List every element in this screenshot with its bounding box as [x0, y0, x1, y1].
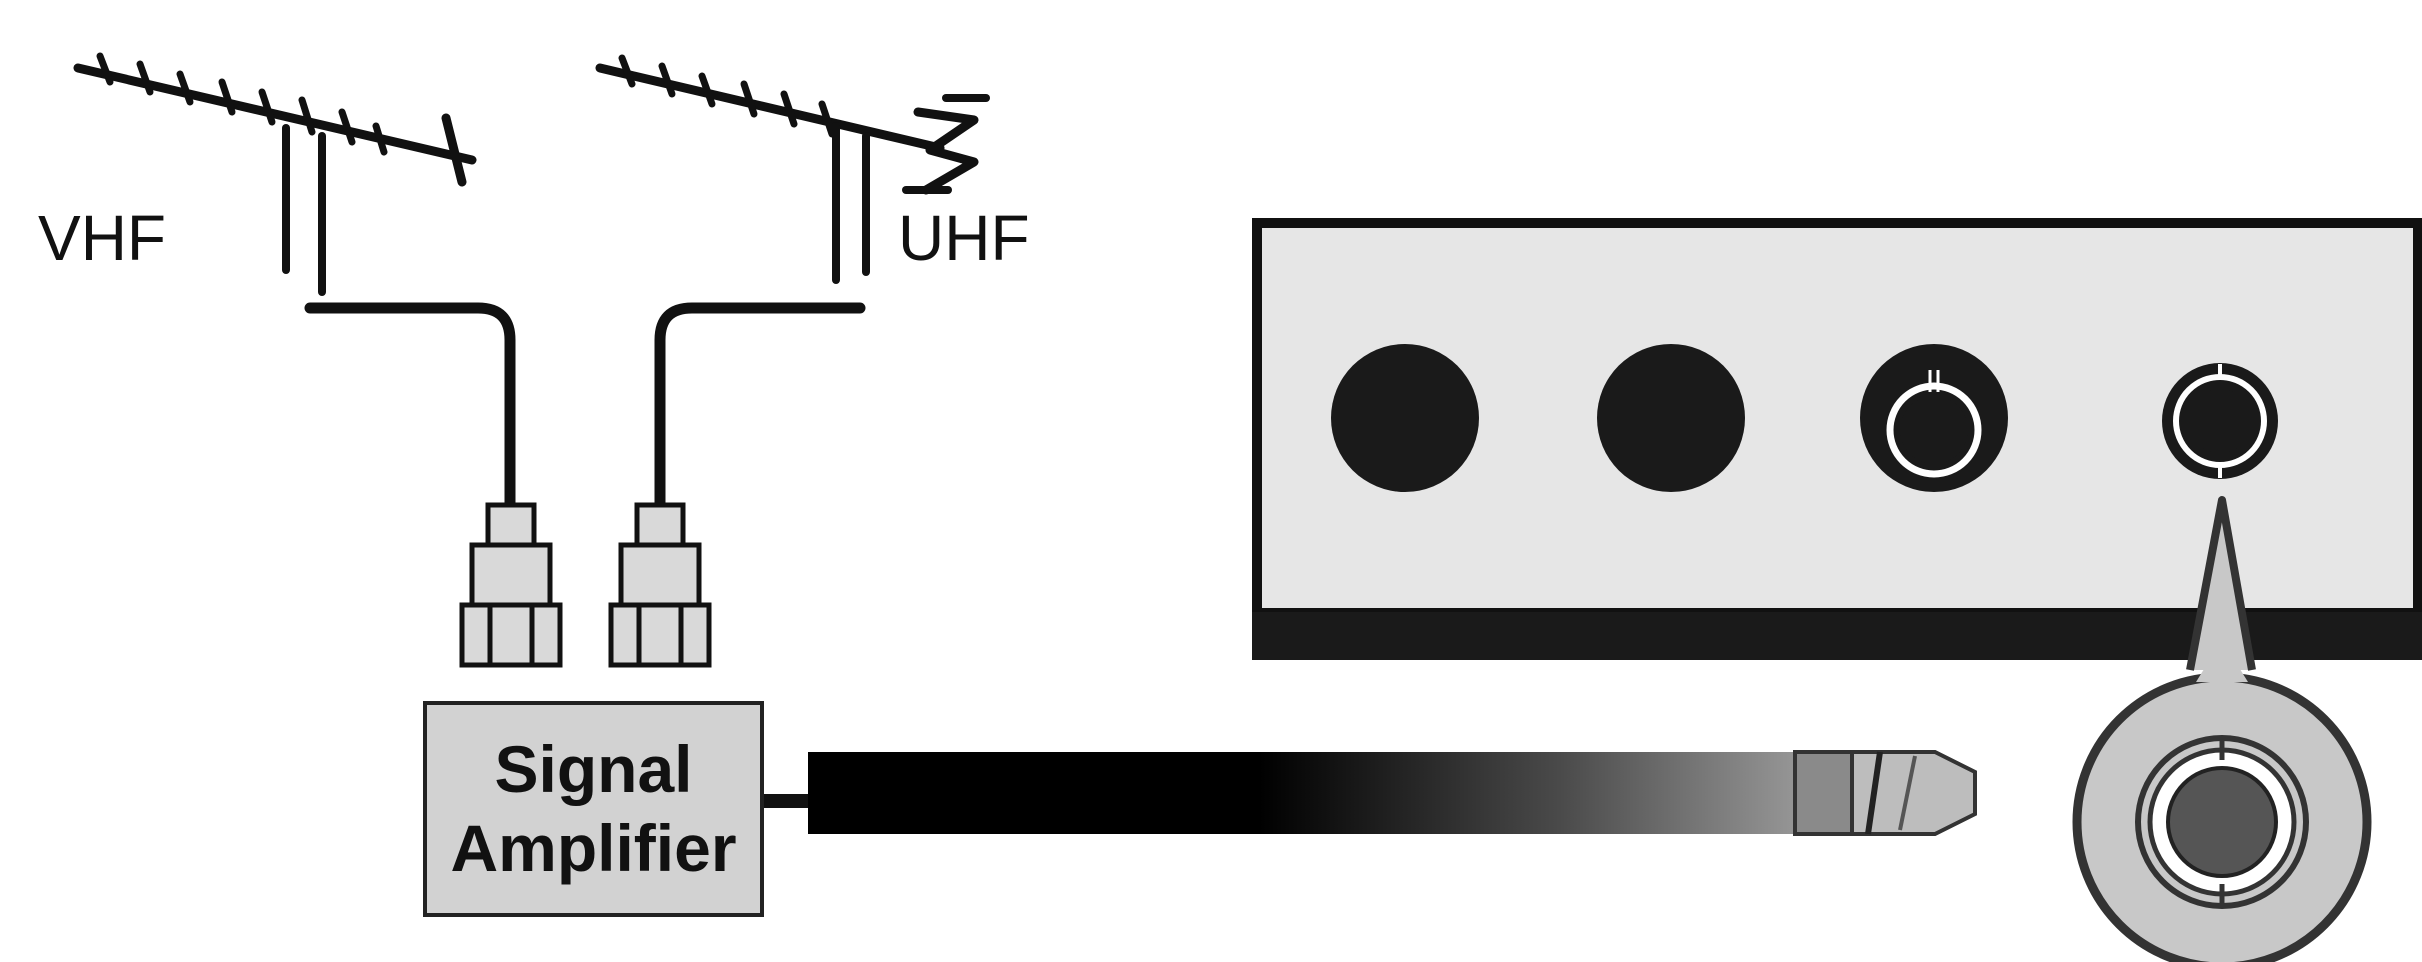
tv-rear-panel: [1252, 218, 2422, 660]
vhf-connector: [459, 502, 563, 668]
amplifier-label-line1: Signal: [494, 731, 693, 806]
coax-cable: [808, 752, 1810, 834]
panel-jack-2: [1597, 344, 1745, 492]
amplifier-output-stub: [764, 794, 812, 808]
panel-jack-1: [1331, 344, 1479, 492]
antenna-input-jack: [2162, 363, 2278, 479]
uhf-connector: [608, 502, 712, 668]
coax-plug: [1793, 750, 1977, 836]
amplifier-label-line2: Amplifier: [450, 811, 737, 885]
uhf-lead-cable: [654, 302, 866, 514]
uhf-label: UHF: [898, 202, 1030, 274]
uhf-antenna: [595, 54, 990, 284]
panel-jack-3: [1860, 344, 2008, 492]
zoom-callout: [2072, 496, 2372, 962]
vhf-lead-cable: [304, 302, 516, 514]
vhf-antenna: [73, 52, 477, 296]
vhf-label: VHF: [38, 202, 166, 274]
signal-amplifier-box: Signal Amplifier: [423, 701, 764, 917]
